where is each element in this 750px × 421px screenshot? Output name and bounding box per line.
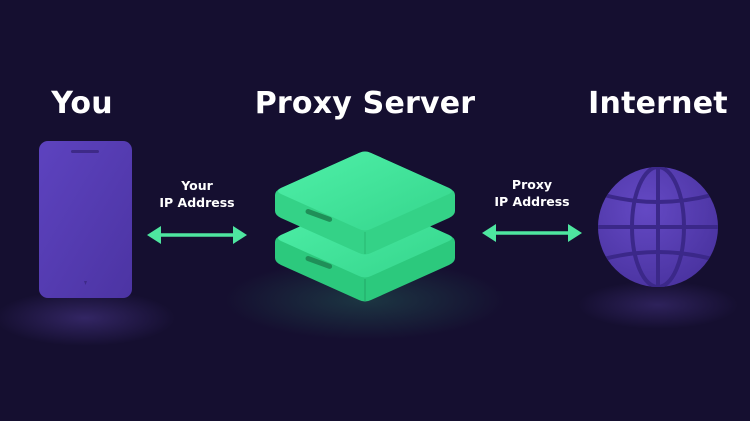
your-ip-line2: IP Address <box>159 195 235 210</box>
double-arrow-icon <box>147 226 247 244</box>
you-title: You <box>51 86 113 121</box>
globe-icon <box>598 167 718 287</box>
phone-icon <box>39 141 132 298</box>
internet-title: Internet <box>588 86 728 121</box>
proxy-ip-line1: Proxy <box>511 177 553 192</box>
server-icon <box>275 151 455 302</box>
proxy-server-title: Proxy Server <box>254 86 476 121</box>
proxy-ip-address-label: Proxy IP Address <box>494 176 569 210</box>
your-ip-address-label: Your IP Address <box>159 177 234 211</box>
proxy-ip-line2: IP Address <box>494 194 570 209</box>
your-ip-line1: Your <box>181 178 213 193</box>
double-arrow-icon <box>482 224 582 242</box>
